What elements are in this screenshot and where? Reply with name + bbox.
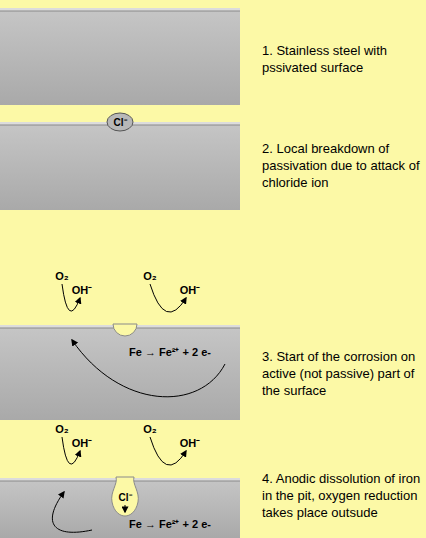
- hydroxide-label: OH⁻: [180, 435, 201, 452]
- steel-block: [0, 8, 240, 105]
- hydroxide-label: OH⁻: [72, 435, 93, 452]
- step-text: 1. Stainless steel with pssivated surfac…: [262, 42, 422, 76]
- step-text: 3. Start of the corrosion on active (not…: [262, 348, 422, 399]
- passive-layer: [0, 8, 240, 11]
- pit: [113, 324, 137, 336]
- electron-flow-arrow: [52, 492, 92, 532]
- hydroxide-label: OH⁻: [72, 282, 93, 299]
- oxygen-label: O₂: [143, 268, 156, 285]
- surface-line: [0, 11, 240, 12]
- oxygen-label: O₂: [143, 421, 156, 438]
- electron-flow-arrow: [72, 340, 225, 397]
- steel-block: [0, 478, 240, 538]
- pit: [112, 477, 139, 516]
- ion-label: Cl⁻: [114, 115, 127, 129]
- steel-block: [0, 325, 240, 420]
- oxygen-label: O₂: [55, 421, 68, 438]
- hydroxide-label: OH⁻: [180, 282, 201, 299]
- step-text: 2. Local breakdown of passivation due to…: [262, 140, 422, 191]
- steel-block: [0, 122, 240, 210]
- chloride-ion: Cl⁻: [107, 113, 133, 131]
- chloride-label: Cl⁻: [119, 489, 132, 506]
- reaction-label: Fe → Fe²⁺ + 2 e-: [129, 344, 211, 361]
- oxygen-label: O₂: [55, 268, 68, 285]
- reaction-label: Fe → Fe²⁺ + 2 e-: [129, 516, 211, 533]
- chloride-arrow: [125, 505, 126, 512]
- step-text: 4. Anodic dissolution of iron in the pit…: [262, 470, 422, 521]
